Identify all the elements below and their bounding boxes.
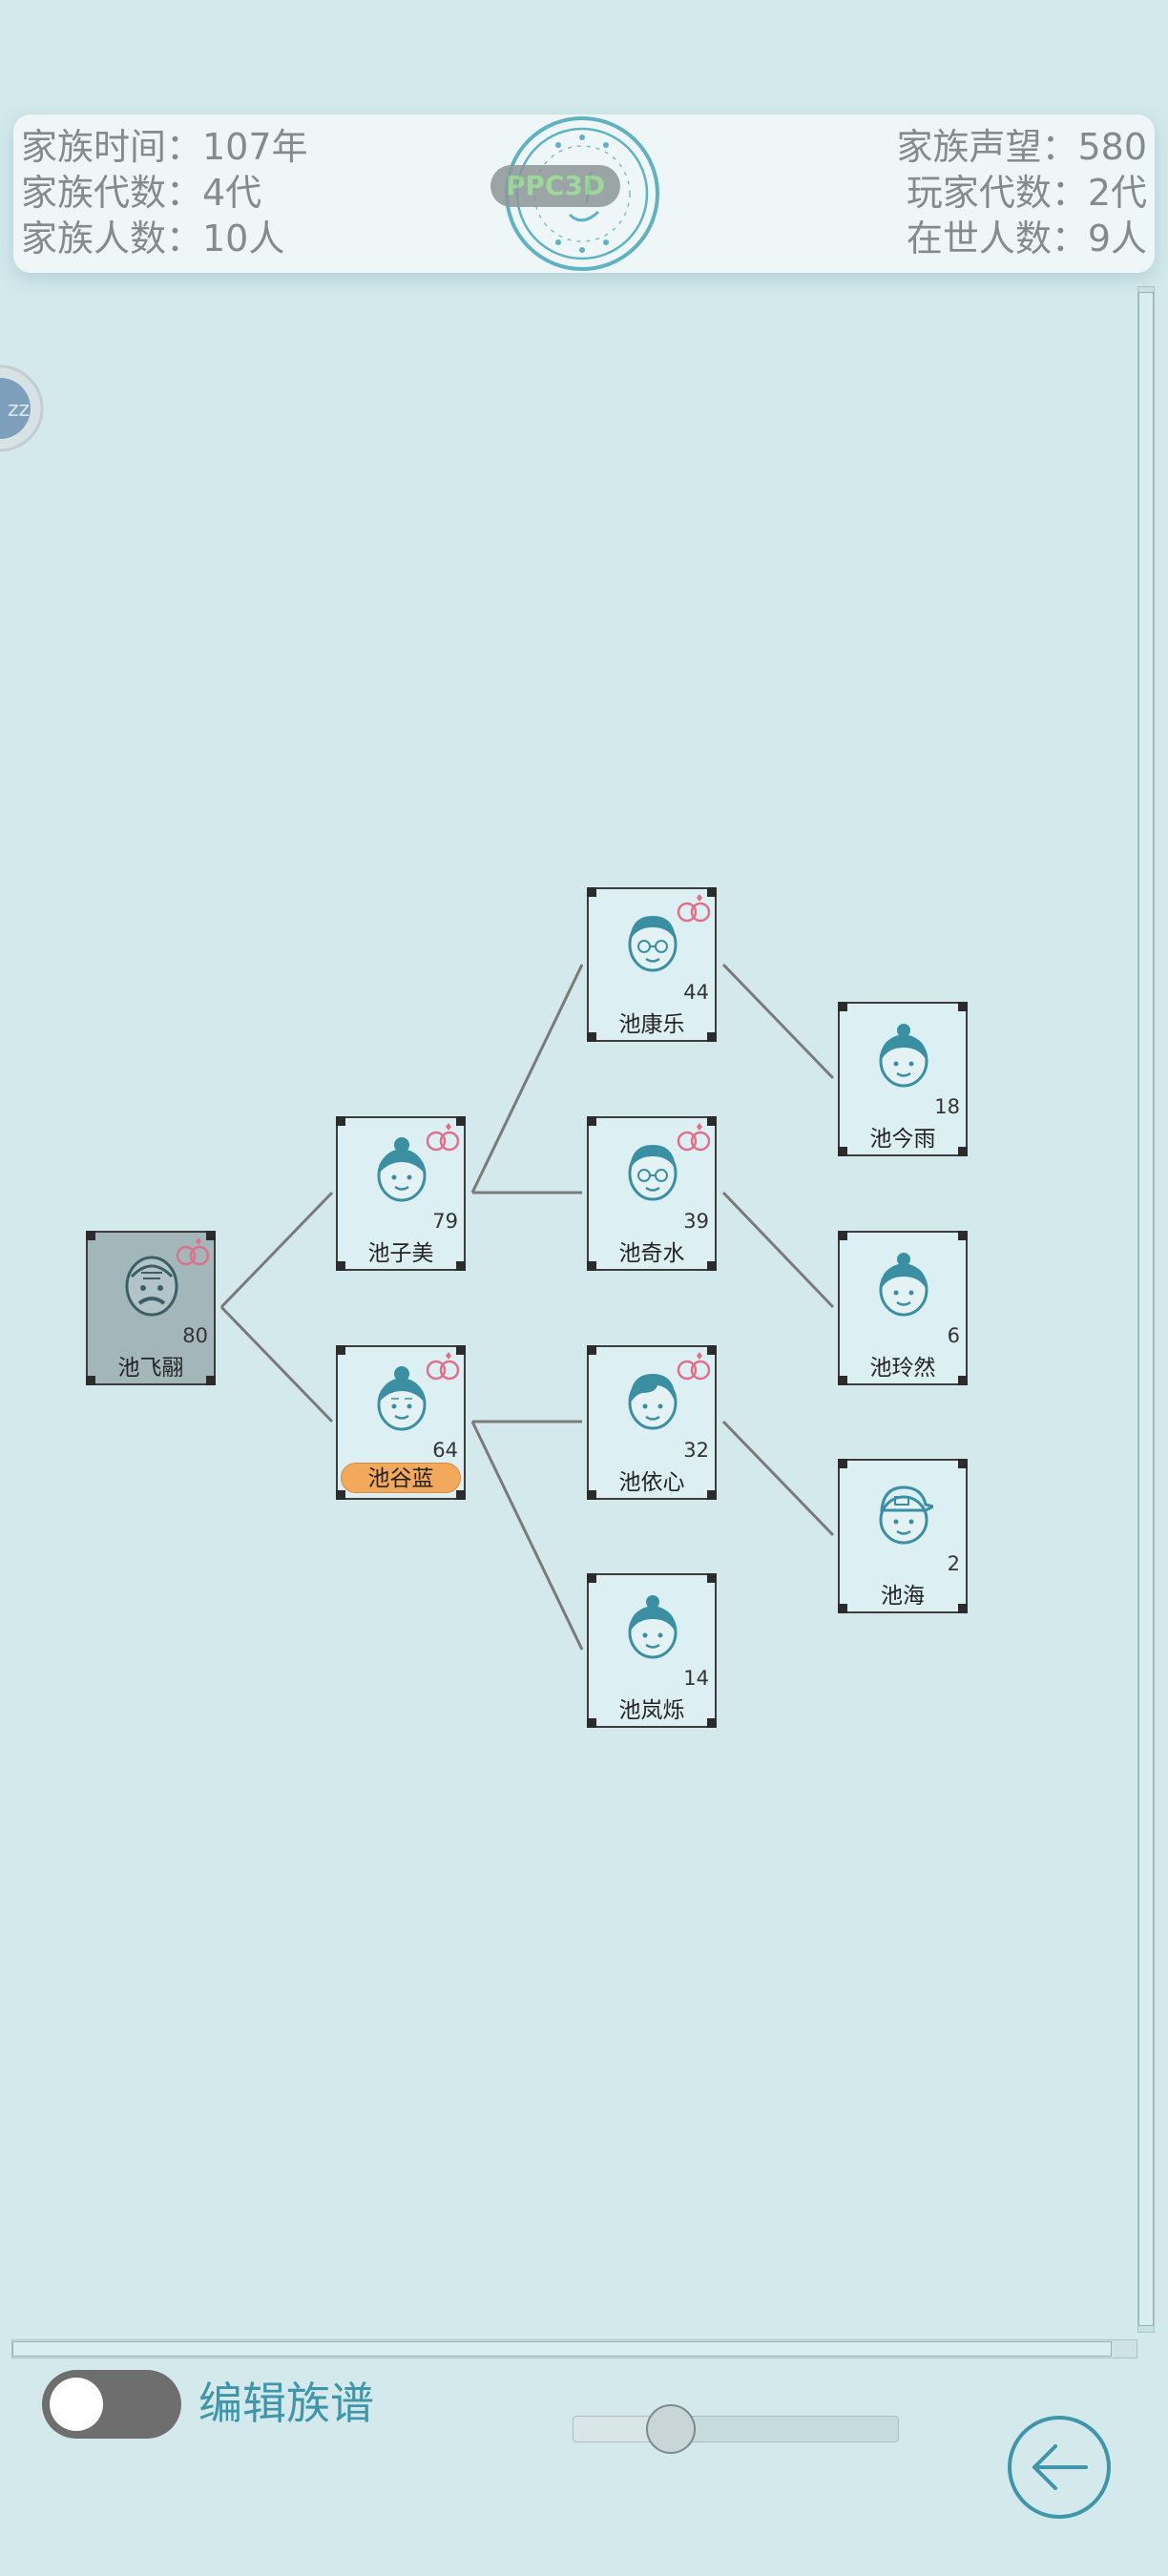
member-age: 44 bbox=[683, 981, 709, 1004]
rings-icon bbox=[176, 1237, 210, 1266]
toggle-knob bbox=[50, 2378, 103, 2431]
member-card-chi-lanshuo[interactable]: 14 池岚烁 bbox=[587, 1573, 717, 1728]
member-age: 6 bbox=[947, 1324, 960, 1347]
member-age: 64 bbox=[432, 1439, 458, 1462]
edit-tree-label: 编辑族谱 bbox=[198, 2378, 374, 2429]
man-glasses-avatar-icon bbox=[628, 916, 678, 972]
vertical-scrollbar-thumb[interactable] bbox=[1138, 292, 1154, 2326]
woman-avatar-icon bbox=[628, 1374, 678, 1430]
rings-icon bbox=[677, 1123, 711, 1152]
back-arrow-icon[interactable] bbox=[1006, 2414, 1113, 2521]
member-card-chi-gulan[interactable]: 64 池谷蓝 bbox=[336, 1345, 466, 1500]
horizontal-scrollbar-thumb[interactable] bbox=[12, 2341, 1112, 2357]
baby-cap-avatar-icon bbox=[879, 1485, 933, 1545]
girl-avatar-icon bbox=[628, 1595, 678, 1659]
sleep-badge-text: zz bbox=[8, 398, 30, 422]
family-time: 家族时间：107年 bbox=[21, 126, 308, 168]
rings-icon bbox=[426, 1352, 460, 1381]
edit-tree-toggle[interactable] bbox=[42, 2370, 181, 2439]
sleep-badge-icon[interactable]: zz bbox=[0, 363, 46, 454]
member-name: 池奇水 bbox=[618, 1241, 685, 1266]
rings-icon bbox=[677, 1352, 711, 1381]
member-name: 池依心 bbox=[618, 1470, 685, 1495]
member-card-chi-kangle[interactable]: 44 池康乐 bbox=[587, 887, 717, 1042]
rings-icon bbox=[426, 1123, 460, 1152]
living-members: 在世人数：9人 bbox=[906, 218, 1147, 260]
member-age: 80 bbox=[182, 1324, 208, 1347]
member-age: 32 bbox=[683, 1439, 709, 1462]
member-age: 18 bbox=[934, 1095, 960, 1118]
member-name: 池飞翮 bbox=[117, 1356, 184, 1381]
member-name: 池子美 bbox=[367, 1241, 434, 1266]
girl-avatar-icon bbox=[879, 1024, 928, 1088]
member-card-chi-hai[interactable]: 2 池海 bbox=[838, 1459, 968, 1613]
elder-woman-avatar-icon bbox=[377, 1366, 427, 1431]
member-card-chi-qishui[interactable]: 39 池奇水 bbox=[587, 1116, 717, 1271]
rings-icon bbox=[677, 894, 711, 923]
member-age: 14 bbox=[683, 1667, 709, 1690]
member-name-selected: 池谷蓝 bbox=[341, 1463, 461, 1493]
member-name: 池岚烁 bbox=[618, 1698, 685, 1723]
family-reputation: 家族声望：580 bbox=[896, 126, 1147, 168]
member-name: 池海 bbox=[881, 1584, 925, 1609]
member-age: 2 bbox=[947, 1552, 960, 1575]
member-card-chi-zimei[interactable]: 79 池子美 bbox=[336, 1116, 466, 1271]
family-generations: 家族代数：4代 bbox=[21, 172, 262, 214]
elder-man-avatar-icon bbox=[125, 1256, 178, 1317]
member-age: 39 bbox=[683, 1210, 709, 1233]
member-card-chi-yixin[interactable]: 32 池依心 bbox=[587, 1345, 717, 1500]
member-card-chi-feihe[interactable]: 80 池飞翮 bbox=[86, 1231, 216, 1385]
seal-label: PPC3D bbox=[490, 165, 620, 207]
member-name: 池玲然 bbox=[869, 1356, 936, 1381]
member-name: 池今雨 bbox=[869, 1127, 936, 1152]
member-card-chi-jinyu[interactable]: 18 池今雨 bbox=[838, 1002, 968, 1156]
family-members: 家族人数：10人 bbox=[21, 218, 285, 260]
family-stats-panel: 家族时间：107年 家族代数：4代 家族人数：10人 家族声望：580 玩家代数… bbox=[13, 114, 1155, 273]
girl-avatar-icon bbox=[879, 1253, 928, 1317]
member-card-chi-lingran[interactable]: 6 池玲然 bbox=[838, 1231, 968, 1385]
player-generations: 玩家代数：2代 bbox=[906, 172, 1147, 214]
member-age: 79 bbox=[432, 1210, 458, 1233]
member-name: 池康乐 bbox=[618, 1012, 685, 1037]
elder-woman-avatar-icon bbox=[377, 1137, 427, 1202]
man-glasses-avatar-icon bbox=[628, 1145, 678, 1201]
zoom-slider-handle[interactable] bbox=[645, 2404, 696, 2454]
